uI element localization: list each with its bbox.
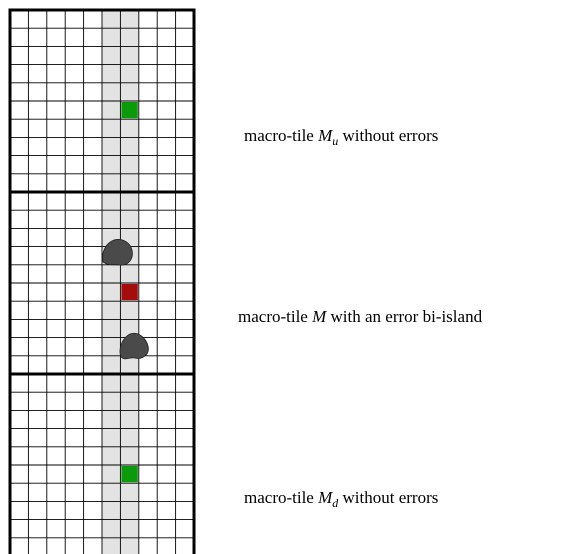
caption-suffix: without errors: [338, 488, 438, 507]
caption-macro-tile-upper: macro-tile Mu without errors: [244, 126, 438, 146]
caption-macro-tile-lower: macro-tile Md without errors: [244, 488, 438, 508]
caption-macro-tile-middle: macro-tile M with an error bi-island: [238, 307, 482, 327]
correct-marker-cell: [121, 102, 137, 118]
caption-math-base: M: [318, 488, 332, 507]
correct-marker-cell: [121, 466, 137, 482]
caption-math-base: M: [312, 307, 326, 326]
caption-prefix: macro-tile: [244, 488, 318, 507]
error-marker-cell: [121, 284, 137, 300]
caption-suffix: with an error bi-island: [326, 307, 482, 326]
caption-prefix: macro-tile: [244, 126, 318, 145]
caption-prefix: macro-tile: [238, 307, 312, 326]
tile-grid: [10, 10, 194, 554]
caption-suffix: without errors: [338, 126, 438, 145]
caption-math-base: M: [318, 126, 332, 145]
